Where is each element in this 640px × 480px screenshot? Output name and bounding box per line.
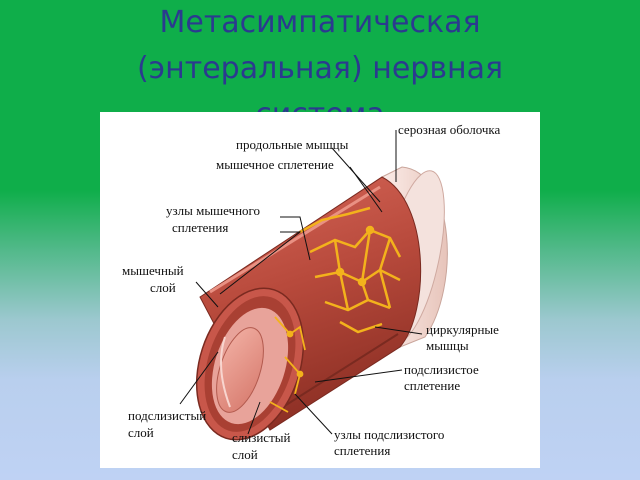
label-submucous-nodes-2: сплетения bbox=[334, 443, 390, 458]
title-line-3: система bbox=[255, 97, 385, 116]
intestine-diagram: серозная оболочка продольные мышцы мышеч… bbox=[122, 122, 501, 462]
title-line-2: (энтеральная) нервная bbox=[136, 51, 504, 86]
label-myenteric-nodes-2: сплетения bbox=[172, 220, 228, 235]
cut-face bbox=[195, 287, 306, 441]
label-muscle-layer-1: мышечный bbox=[122, 263, 184, 278]
label-submucosa-1: подслизистый bbox=[128, 408, 206, 423]
label-myenteric-nodes-1: узлы мышечного bbox=[166, 203, 260, 218]
slide-title: Метасимпатическая (энтеральная) нервная … bbox=[0, 0, 640, 116]
title-line-1: Метасимпатическая bbox=[159, 5, 481, 40]
label-submucous-plexus-2: сплетение bbox=[404, 378, 460, 393]
label-myenteric-plexus: мышечное сплетение bbox=[216, 157, 334, 172]
leader-lines bbox=[179, 130, 423, 435]
label-longitudinal: продольные мышцы bbox=[236, 137, 349, 152]
label-serosa: серозная оболочка bbox=[398, 122, 501, 137]
label-submucosa-2: слой bbox=[128, 425, 154, 440]
label-mucosa-2: слой bbox=[232, 447, 258, 462]
label-mucosa-1: слизистый bbox=[232, 430, 290, 445]
diagram-panel: серозная оболочка продольные мышцы мышеч… bbox=[100, 112, 540, 468]
label-muscle-layer-2: слой bbox=[150, 280, 176, 295]
label-circular-1: циркулярные bbox=[426, 322, 499, 337]
label-circular-2: мышцы bbox=[426, 338, 469, 353]
label-submucous-plexus-1: подслизистое bbox=[404, 362, 479, 377]
label-submucous-nodes-1: узлы подслизистого bbox=[334, 427, 444, 442]
myenteric-plexus bbox=[299, 206, 402, 334]
submucous-plexus bbox=[269, 316, 306, 413]
